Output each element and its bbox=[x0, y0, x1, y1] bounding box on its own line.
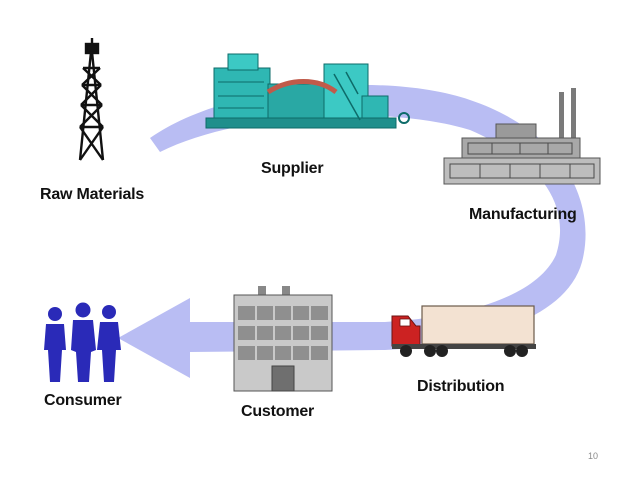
consumer-people-icon bbox=[44, 302, 121, 382]
distribution-label: Distribution bbox=[417, 378, 505, 395]
factory-icon bbox=[443, 88, 601, 185]
truck-icon bbox=[391, 305, 536, 357]
customer-label: Customer bbox=[241, 403, 315, 420]
page-number: 10 bbox=[588, 451, 599, 461]
consumer-label: Consumer bbox=[44, 392, 122, 409]
supplier-plant-icon bbox=[205, 53, 410, 129]
flow-arrow-body bbox=[118, 84, 586, 379]
flow-arrow bbox=[118, 84, 586, 379]
oil-derrick-icon bbox=[78, 38, 105, 161]
raw-materials-label: Raw Materials bbox=[40, 186, 145, 203]
supplier-label: Supplier bbox=[261, 160, 324, 177]
manufacturing-label: Manufacturing bbox=[469, 206, 577, 223]
customer-building-icon bbox=[233, 286, 333, 392]
